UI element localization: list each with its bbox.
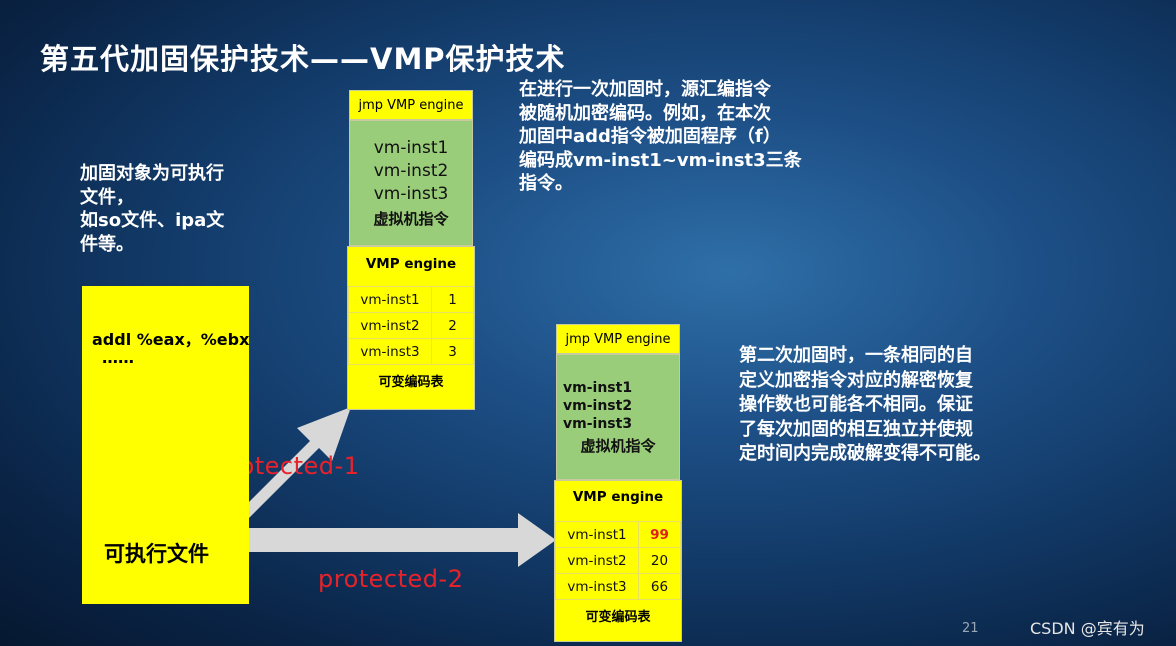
- table-cell: 1: [431, 286, 474, 313]
- left-note-line: 加固对象为可执行: [80, 163, 224, 184]
- stack1-vm-inst: vm-inst3: [373, 184, 449, 204]
- stack2-encoding-table: vm-inst1 99 vm-inst2 20 vm-inst3 66: [555, 521, 681, 600]
- right-note-line: 定时间内完成破解变得不可能。: [739, 443, 991, 464]
- table-row: vm-inst2 20: [555, 547, 681, 574]
- table-cell: vm-inst2: [348, 312, 432, 339]
- stack1-encoding-table: vm-inst1 1 vm-inst2 2 vm-inst3 3: [348, 286, 474, 365]
- stack1-table-caption: 可变编码表: [378, 375, 444, 390]
- top-note-line: 被随机加密编码。例如，在本次: [519, 102, 771, 124]
- left-note-line: 文件，: [80, 186, 134, 208]
- stack1-jmp-box: jmp VMP engine: [349, 90, 473, 120]
- table-cell: 99: [638, 521, 681, 548]
- table-cell: vm-inst1: [348, 286, 432, 313]
- table-row: vm-inst2 2: [348, 312, 474, 339]
- table-cell: 3: [431, 338, 474, 365]
- right-note-line: 了每次加固的相互独立并使规: [739, 418, 973, 440]
- stack2-engine-title: VMP engine: [572, 489, 664, 505]
- stack1-engine-box: VMP engine vm-inst1 1 vm-inst2 2 vm-inst…: [347, 246, 475, 410]
- exe-code: addl %eax，%ebx ……: [92, 329, 250, 367]
- arrow-protected-1: [233, 407, 351, 519]
- table-cell: vm-inst2: [555, 547, 639, 574]
- table-cell: 20: [638, 547, 681, 574]
- executable-file-box: [82, 286, 249, 604]
- stack1-vm-box: vm-inst1 vm-inst2 vm-inst3 虚拟机指令: [349, 120, 473, 246]
- table-row: vm-inst1 1: [348, 286, 474, 313]
- right-note-line: 第二次加固时，一条相同的自: [739, 345, 973, 366]
- top-note-line: 编码成vm-inst1~vm-inst3三条: [519, 149, 802, 171]
- top-note-line: 指令。: [519, 173, 573, 194]
- watermark: CSDN @宾有为: [1030, 619, 1145, 638]
- stack2-vm-box: vm-inst1 vm-inst2 vm-inst3 虚拟机指令: [556, 354, 680, 480]
- exe-code-line: addl %eax，%ebx: [92, 330, 250, 349]
- top-note-line: 在进行一次加固时，源汇编指令: [519, 79, 771, 100]
- right-note: 第二次加固时，一条相同的自 定义加密指令对应的解密恢复 操作数也可能各不相同。保…: [739, 344, 991, 467]
- table-row: vm-inst1 99: [555, 521, 681, 548]
- table-cell: 66: [638, 573, 681, 600]
- stack2-vm-caption: 虚拟机指令: [580, 437, 656, 455]
- stack2-vm-inst: vm-inst2: [563, 398, 633, 414]
- right-note-line: 定义加密指令对应的解密恢复: [739, 369, 973, 391]
- stack2-jmp-box: jmp VMP engine: [556, 324, 680, 354]
- page-number: 21: [962, 621, 979, 636]
- stack2-engine-box: VMP engine vm-inst1 99 vm-inst2 20 vm-in…: [554, 480, 682, 642]
- top-note-line: 加固中add指令被加固程序（f）: [519, 126, 781, 147]
- table-row: vm-inst3 66: [555, 573, 681, 600]
- exe-label: 可执行文件: [104, 542, 209, 566]
- stack2-vm-inst: vm-inst1: [563, 380, 633, 396]
- slide-title: 第五代加固保护技术——VMP保护技术: [40, 42, 566, 76]
- table-cell: vm-inst1: [555, 521, 639, 548]
- arrow-protected-2: [249, 513, 556, 567]
- table-cell: vm-inst3: [555, 573, 639, 600]
- protected-2-label: protected-2: [318, 565, 464, 593]
- stack1-vm-caption: 虚拟机指令: [373, 210, 449, 228]
- stack1-engine-title: VMP engine: [365, 256, 457, 272]
- left-note: 加固对象为可执行 文件， 如so文件、ipa文 件等。: [80, 162, 224, 256]
- table-cell: vm-inst3: [348, 338, 432, 365]
- stack2-vm-inst: vm-inst3: [563, 416, 633, 432]
- table-cell: 2: [431, 312, 474, 339]
- exe-code-ellipsis: ……: [102, 348, 134, 367]
- stack2-table-caption: 可变编码表: [585, 610, 651, 625]
- stack1-vm-inst: vm-inst2: [373, 161, 449, 181]
- stack1-vm-inst: vm-inst1: [373, 138, 449, 158]
- table-row: vm-inst3 3: [348, 338, 474, 365]
- right-note-line: 操作数也可能各不相同。保证: [739, 394, 973, 415]
- top-note: 在进行一次加固时，源汇编指令 被随机加密编码。例如，在本次 加固中add指令被加…: [519, 78, 802, 196]
- left-note-line: 如so文件、ipa文: [80, 210, 225, 231]
- left-note-line: 件等。: [80, 233, 134, 255]
